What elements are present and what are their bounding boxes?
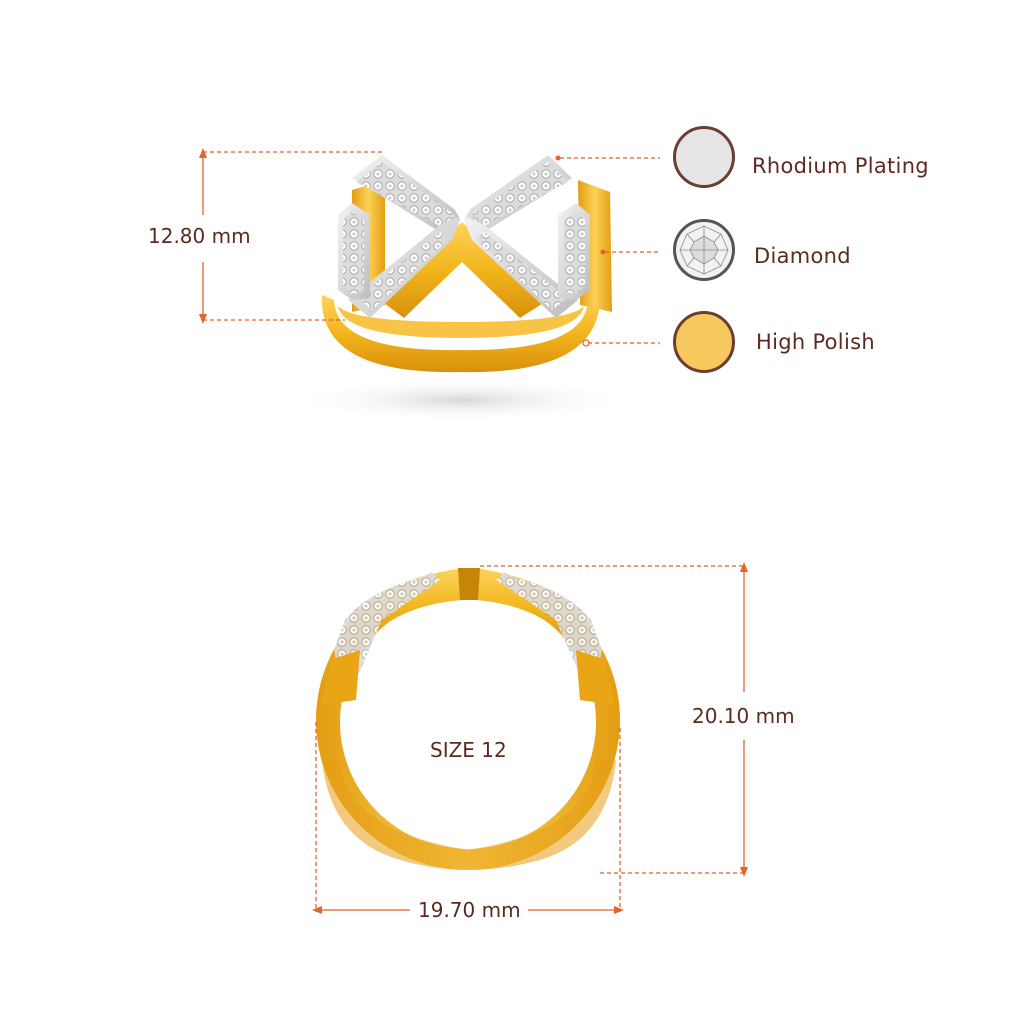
dimension-lines — [202, 151, 745, 912]
ring-size-label: SIZE 12 — [430, 738, 507, 762]
legend-rhodium-label: Rhodium Plating — [752, 154, 929, 178]
ring-shadow — [292, 378, 632, 422]
side-ring-view — [316, 568, 620, 870]
high-polish-swatch-icon — [673, 311, 735, 373]
side-ring-hole — [340, 595, 596, 849]
legend-high-polish-label: High Polish — [756, 330, 875, 354]
top-ring-band — [321, 295, 601, 373]
height-side-label: 20.10 mm — [692, 704, 795, 728]
rhodium-swatch-icon — [673, 126, 735, 188]
legend-diamond-label: Diamond — [754, 244, 851, 268]
height-top-label: 12.80 mm — [148, 224, 251, 248]
width-side-label: 19.70 mm — [418, 898, 521, 922]
diamond-facets — [679, 225, 729, 275]
diamond-swatch-icon — [673, 219, 735, 281]
dimension-arrowheads — [199, 148, 748, 914]
top-ring-inner-gold — [380, 222, 548, 318]
top-ring-pave-arms — [338, 155, 590, 318]
top-ring-view — [292, 155, 632, 422]
